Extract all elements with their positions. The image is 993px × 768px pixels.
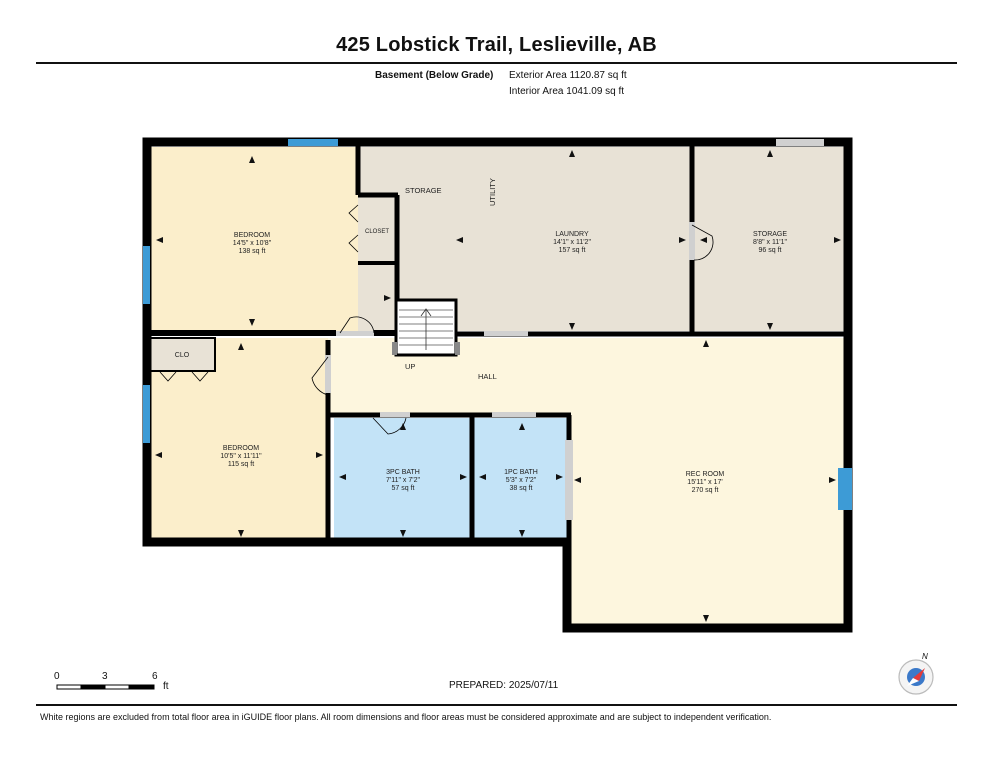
clo-box [149, 337, 216, 372]
windows [143, 139, 852, 510]
laundry-area: 157 sq ft [559, 247, 586, 254]
scale-tick-3: 3 [102, 671, 108, 682]
storage-right-fill [692, 147, 845, 331]
bath-3pc-dims: 7'11" x 7'2" [386, 477, 420, 484]
interior-area: Interior Area 1041.09 sq ft [509, 86, 625, 97]
storage-right-dims: 8'8" x 11'1" [753, 239, 787, 246]
utility-label: UTILITY [488, 178, 497, 206]
page-title: 425 Lobstick Trail, Leslieville, AB [336, 34, 657, 56]
prepared-date: PREPARED: 2025/07/11 [449, 680, 559, 691]
walls [142, 137, 853, 633]
bedroom-1-dims: 14'5" x 10'8" [233, 240, 272, 247]
bath-1pc-dims: 5'3" x 7'2" [506, 477, 537, 484]
rec-room-name: REC ROOM [686, 471, 725, 478]
storage-right-name: STORAGE [753, 231, 787, 238]
bath-1pc-fill [474, 418, 569, 542]
bedroom-1-name: BEDROOM [234, 232, 270, 239]
bedroom-1-area: 138 sq ft [239, 248, 266, 255]
clo-label: CLO [175, 352, 190, 359]
dimension-arrows [155, 150, 841, 622]
rec-room-fill [569, 338, 845, 628]
bath-3pc-fill [334, 418, 472, 542]
storage-left-label: STORAGE [405, 186, 442, 195]
floor-label: Basement (Below Grade) [375, 70, 494, 81]
bedroom-2-area: 115 sq ft [228, 461, 254, 468]
compass-icon [898, 659, 934, 695]
footer-disclaimer: White regions are excluded from total fl… [40, 712, 772, 722]
footer-divider [36, 704, 957, 706]
closet-fill [358, 195, 396, 263]
laundry-name: LAUNDRY [555, 231, 589, 238]
rec-room-area: 270 sq ft [692, 487, 719, 494]
bedroom-2-dims: 10'5" x 11'11" [220, 453, 262, 460]
storage-right-area: 96 sq ft [759, 247, 782, 254]
up-label: UP [405, 362, 415, 371]
door-swings [159, 204, 714, 435]
bath-1pc-name: 1PC BATH [504, 469, 538, 476]
scale-tick-0: 0 [54, 671, 60, 682]
bath-3pc-area: 57 sq ft [392, 485, 415, 492]
laundry-dims: 14'1" x 11'2" [553, 239, 591, 246]
scale-bar [56, 684, 155, 690]
bedroom-1-fill [150, 147, 358, 331]
rec-room-dims: 15'11" x 17' [687, 479, 722, 486]
hall-label: HALL [478, 372, 497, 381]
compass-north-label: N [922, 652, 928, 661]
bath-3pc-name: 3PC BATH [386, 469, 420, 476]
bedroom-2-name: BEDROOM [223, 445, 259, 452]
scale-tick-6: 6 [152, 671, 158, 682]
scale-unit: ft [163, 681, 169, 692]
header-divider [36, 62, 957, 64]
bath-1pc-area: 38 sq ft [510, 485, 533, 492]
closet-label: CLOSET [365, 229, 389, 235]
openings [325, 139, 824, 520]
stairs [392, 298, 460, 357]
exterior-area: Exterior Area 1120.87 sq ft [509, 70, 627, 81]
